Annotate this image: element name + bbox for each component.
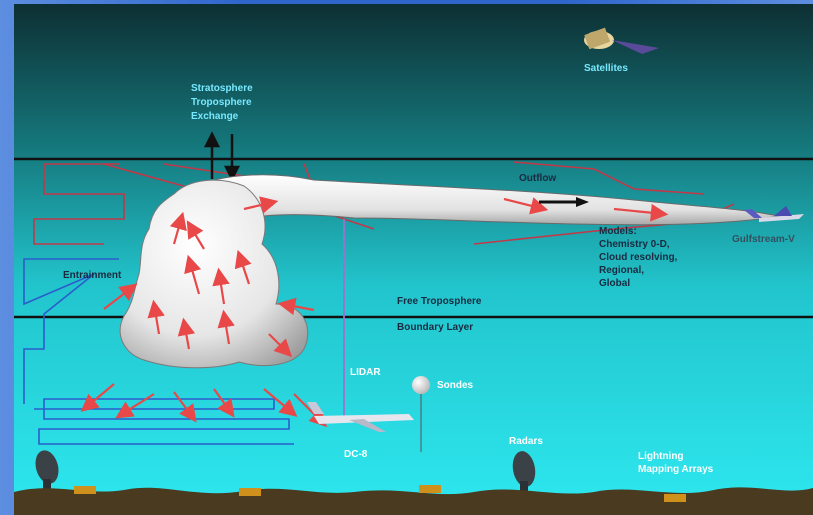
exchange-label-2: Troposphere — [191, 97, 252, 108]
exchange-label-1: Stratosphere — [191, 83, 253, 94]
models-label-1: Models: — [599, 226, 637, 237]
gulfstream-label: Gulfstream-V — [732, 234, 795, 245]
models-label-3: Cloud resolving, — [599, 252, 678, 263]
sky-background — [14, 4, 813, 515]
models-label-4: Regional, — [599, 265, 644, 276]
entrainment-label: Entrainment — [63, 270, 122, 281]
outflow-label: Outflow — [519, 173, 556, 184]
sondes-label: Sondes — [437, 380, 474, 391]
dc8-label: DC-8 — [344, 449, 368, 460]
lightning-label-2: Mapping Arrays — [638, 464, 714, 475]
models-label-2: Chemistry 0-D, — [599, 239, 670, 250]
lightning-label-1: Lightning — [638, 451, 684, 462]
atmosphere-diagram: Satellites Stratosphere Troposphere Exch… — [14, 4, 813, 515]
radars-label: Radars — [509, 436, 543, 447]
lidar-label: LIDAR — [350, 367, 381, 378]
exchange-label-3: Exchange — [191, 111, 239, 122]
models-label-5: Global — [599, 278, 630, 289]
free-troposphere-label: Free Troposphere — [397, 296, 482, 307]
satellites-label: Satellites — [584, 63, 628, 74]
boundary-layer-label: Boundary Layer — [397, 322, 473, 333]
